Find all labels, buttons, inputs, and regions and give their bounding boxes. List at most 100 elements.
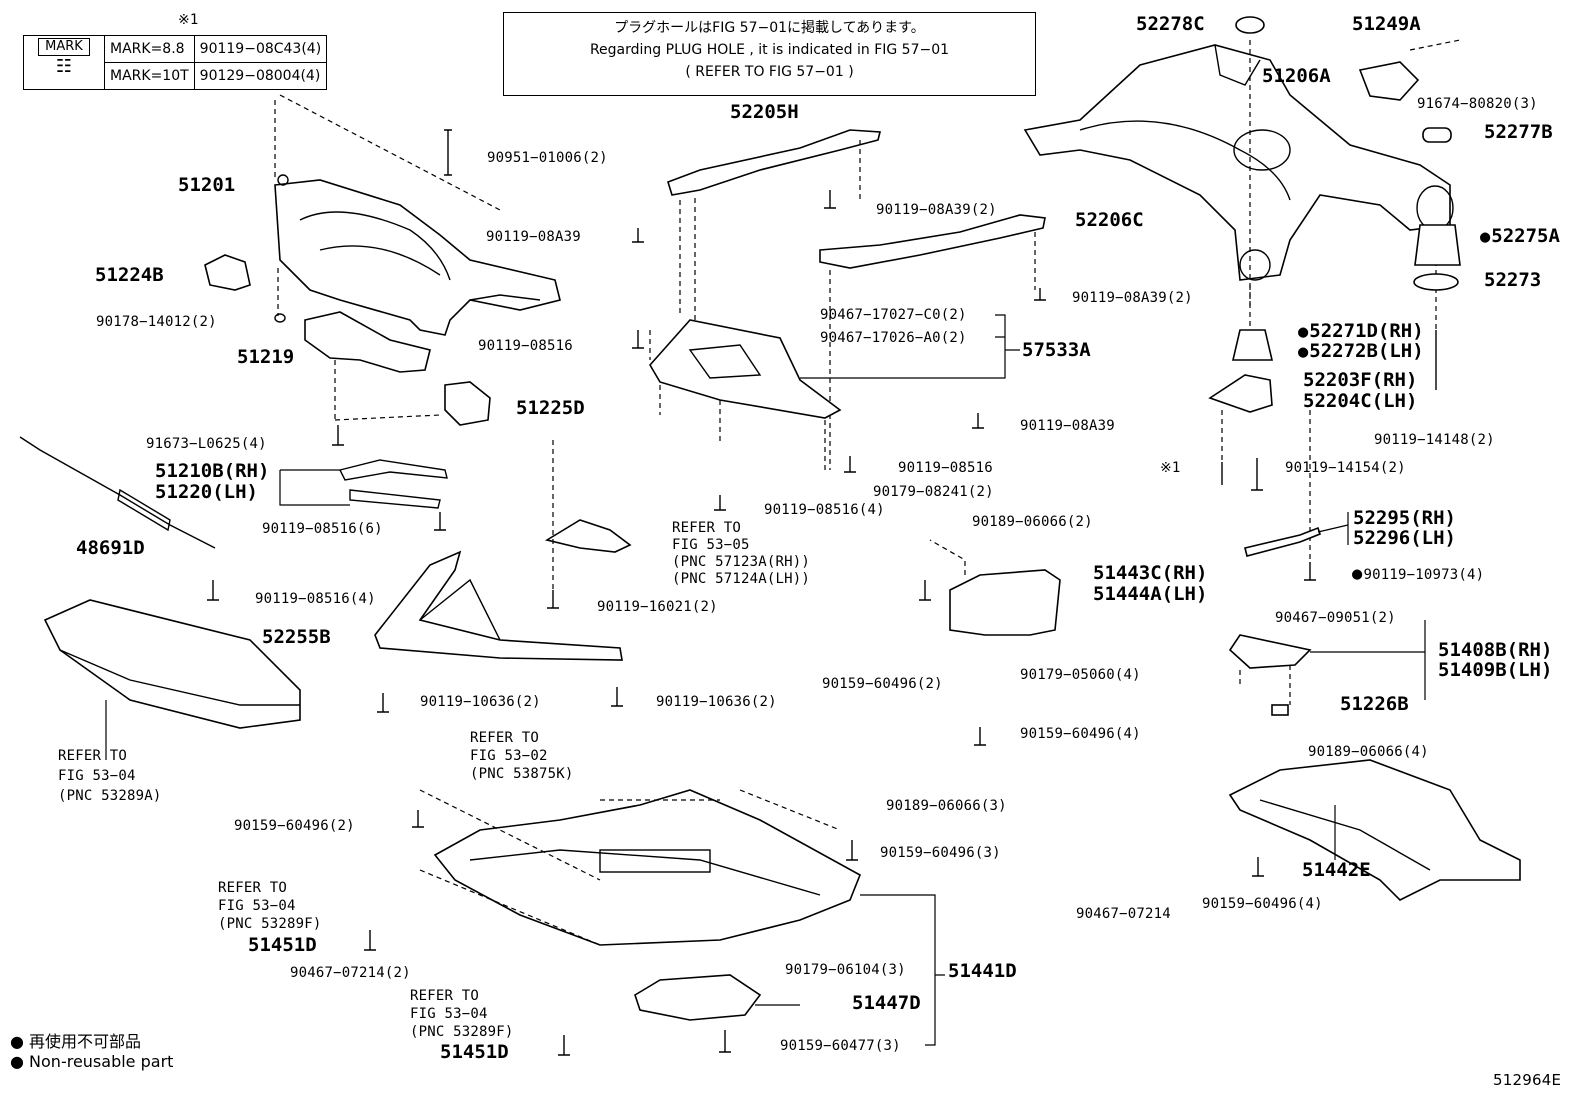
callout-90467-09051[interactable]: 90467−09051(2) <box>1275 610 1396 626</box>
refer-53-02-line2[interactable]: FIG 53−02 <box>470 748 548 764</box>
callout-90189-06066-3[interactable]: 90189−06066(3) <box>886 798 1007 814</box>
callout-52278C[interactable]: 52278C <box>1136 13 1205 35</box>
bracket-51225D <box>444 381 491 426</box>
callout-51442E[interactable]: 51442E <box>1302 859 1371 881</box>
callout-90119-10636-b[interactable]: 90119−10636(2) <box>656 694 777 710</box>
callout-51447D[interactable]: 51447D <box>852 992 921 1014</box>
callout-51443C[interactable]: 51443C(RH) <box>1093 562 1208 584</box>
callout-90179-06104[interactable]: 90179−06104(3) <box>785 962 906 978</box>
callout-52277B[interactable]: 52277B <box>1484 121 1553 143</box>
refer-53-04-a-line2[interactable]: FIG 53−04 <box>58 768 136 784</box>
refer-53-05-line1: REFER TO <box>672 520 742 536</box>
refer-53-04-c-line2[interactable]: FIG 53−04 <box>410 1006 488 1022</box>
callout-90159-60496-4b[interactable]: 90159−60496(4) <box>1202 896 1323 912</box>
bracket-51408B <box>1228 634 1312 669</box>
callout-52255B[interactable]: 52255B <box>262 626 331 648</box>
callout-90119-08516-a[interactable]: 90119−08516 <box>478 338 573 354</box>
callout-90119-10973[interactable]: 90119−10973(4) <box>1352 566 1484 583</box>
refer-53-04-c-line1: REFER TO <box>410 988 480 1004</box>
callout-51451D-a[interactable]: 51451D <box>248 934 317 956</box>
callout-90179-05060[interactable]: 90179−05060(4) <box>1020 667 1141 683</box>
callout-90119-08A39-b[interactable]: 90119−08A39(2) <box>876 202 997 218</box>
callout-90119-08516-b[interactable]: 90119−08516 <box>898 460 993 476</box>
callout-90159-60496-2b[interactable]: 90159−60496(2) <box>234 818 355 834</box>
callout-52271D[interactable]: 52271D(RH) <box>1298 321 1423 343</box>
callout-90119-16021[interactable]: 90119−16021(2) <box>597 599 718 615</box>
mark-value: MARK=8.8 <box>104 35 195 63</box>
callout-51220[interactable]: 51220(LH) <box>155 481 258 503</box>
callout-51249A[interactable]: 51249A <box>1352 13 1421 35</box>
callout-52206C[interactable]: 52206C <box>1075 209 1144 231</box>
plate-51219 <box>304 311 431 373</box>
callout-51219[interactable]: 51219 <box>237 346 295 368</box>
callout-90467-07214[interactable]: 90467−07214 <box>1076 906 1171 922</box>
undercover-53289A <box>43 599 301 729</box>
stopper-51226B <box>1271 704 1289 716</box>
callout-90119-08A39-a[interactable]: 90119−08A39 <box>486 229 581 245</box>
mark-symbol-cell: MARK ☷ <box>23 35 105 90</box>
callout-51441D[interactable]: 51441D <box>948 960 1017 982</box>
callout-52275A[interactable]: 52275A <box>1480 226 1560 248</box>
callout-52272B[interactable]: 52272B(LH) <box>1298 341 1423 363</box>
callout-90951-01006[interactable]: 90951−01006(2) <box>487 150 608 166</box>
callout-51210B[interactable]: 51210B(RH) <box>155 460 270 482</box>
callout-52273[interactable]: 52273 <box>1484 269 1542 291</box>
mark-part-number: 90129−08004(4) <box>193 62 328 90</box>
callout-90467-07214-2[interactable]: 90467−07214(2) <box>290 965 411 981</box>
refer-53-04-b-line3: (PNC 53289F) <box>218 916 322 932</box>
bushing-52277B <box>1422 127 1452 143</box>
callout-57533A[interactable]: 57533A <box>1022 339 1091 361</box>
callout-52296[interactable]: 52296(LH) <box>1353 527 1456 549</box>
callout-90119-08516-4a[interactable]: 90119−08516(4) <box>255 591 376 607</box>
figure-id: 512964E <box>1493 1071 1562 1089</box>
callout-90159-60496-2a[interactable]: 90159−60496(2) <box>822 676 943 692</box>
callout-51201[interactable]: 51201 <box>178 174 236 196</box>
callout-52205H[interactable]: 52205H <box>730 101 799 123</box>
callout-51451D-b[interactable]: 51451D <box>440 1041 509 1063</box>
refer-53-05-line2[interactable]: FIG 53−05 <box>672 537 750 553</box>
mark-ref-1: ※1 <box>1160 460 1181 476</box>
callout-90119-10636-a[interactable]: 90119−10636(2) <box>420 694 541 710</box>
callout-90159-60477[interactable]: 90159−60477(3) <box>780 1038 901 1054</box>
callout-52295[interactable]: 52295(RH) <box>1353 507 1456 529</box>
callout-51225D[interactable]: 51225D <box>516 397 585 419</box>
callout-90179-08241[interactable]: 90179−08241(2) <box>873 484 994 500</box>
callout-90119-08A39-d[interactable]: 90119−08A39 <box>1020 418 1115 434</box>
refer-53-04-b-line1: REFER TO <box>218 880 288 896</box>
callout-90119-14154[interactable]: 90119−14154(2) <box>1285 460 1406 476</box>
rear-subframe-51206A <box>1023 44 1454 281</box>
callout-90178-14012[interactable]: 90178−14012(2) <box>96 314 217 330</box>
callout-90467-17027[interactable]: 90467−17027−C0(2) <box>820 307 967 323</box>
callout-91673-L0625[interactable]: 91673−L0625(4) <box>146 436 267 452</box>
callout-90159-60496-4a[interactable]: 90159−60496(4) <box>1020 726 1141 742</box>
refer-53-04-b-line2[interactable]: FIG 53−04 <box>218 898 296 914</box>
callout-90189-06066-4[interactable]: 90189−06066(4) <box>1308 744 1429 760</box>
callout-90159-60496-3[interactable]: 90159−60496(3) <box>880 845 1001 861</box>
callout-52203F[interactable]: 52203F(RH) <box>1303 369 1418 391</box>
callout-90467-17026[interactable]: 90467−17026−A0(2) <box>820 330 967 346</box>
callout-90119-08516-4b[interactable]: 90119−08516(4) <box>764 502 885 518</box>
plate-51447D <box>634 974 762 1021</box>
callout-90189-06066-2[interactable]: 90189−06066(2) <box>972 514 1093 530</box>
refer-53-04-c-line3: (PNC 53289F) <box>410 1024 514 1040</box>
bracket-51224B <box>204 254 251 291</box>
callout-48691D[interactable]: 48691D <box>76 537 145 559</box>
callout-90119-08A39-c[interactable]: 90119−08A39(2) <box>1072 290 1193 306</box>
callout-51409B[interactable]: 51409B(LH) <box>1438 659 1553 681</box>
callout-51408B[interactable]: 51408B(RH) <box>1438 639 1553 661</box>
callout-51224B[interactable]: 51224B <box>95 264 164 286</box>
callout-51206A[interactable]: 51206A <box>1262 65 1331 87</box>
undercover-51442E <box>1228 759 1521 901</box>
bracket-52203F <box>1208 374 1273 413</box>
brace-52205H <box>667 129 882 196</box>
brace-52255B <box>374 550 623 661</box>
callout-51226B[interactable]: 51226B <box>1340 693 1409 715</box>
callout-51444A[interactable]: 51444A(LH) <box>1093 583 1208 605</box>
note-line-en: Regarding PLUG HOLE , it is indicated in… <box>589 42 950 58</box>
callout-90119-14148[interactable]: 90119−14148(2) <box>1374 432 1495 448</box>
callout-91674-80820[interactable]: 91674−80820(3) <box>1417 96 1538 112</box>
callout-90119-08516-6[interactable]: 90119−08516(6) <box>262 521 383 537</box>
callout-52204C[interactable]: 52204C(LH) <box>1303 390 1418 412</box>
bolt-icon: ☷ <box>55 56 73 77</box>
bolt-mark-table: MARK ☷ MARK=8.8 90119−08C43(4) MARK=10T … <box>23 35 328 90</box>
